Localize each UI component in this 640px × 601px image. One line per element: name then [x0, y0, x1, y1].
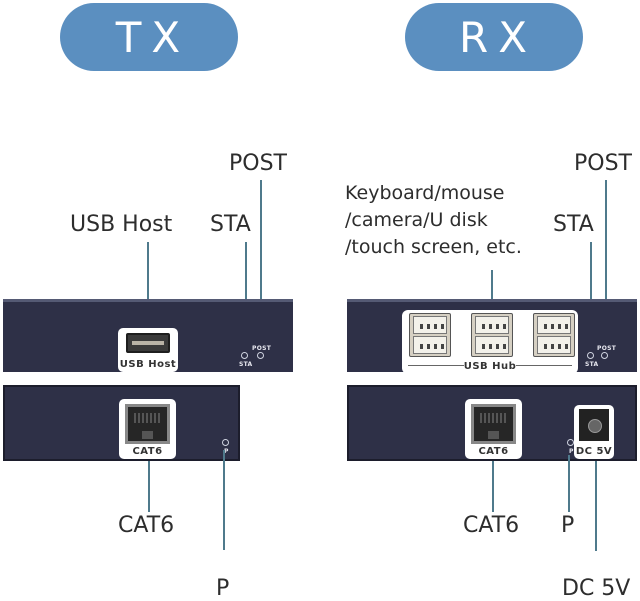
- rx-sta-label: STA: [553, 212, 594, 237]
- usb-a-dual-socket-icon: [409, 313, 451, 357]
- tx-sta-led-icon: [241, 352, 248, 359]
- rx-usb-hub-mark: USB Hub: [463, 361, 517, 372]
- dc-jack-icon: [579, 409, 609, 441]
- rx-devices-label-line-3: /touch screen, etc.: [345, 236, 522, 258]
- tx-post-mark: POST: [252, 345, 272, 352]
- rx-post-led-icon: [601, 352, 608, 359]
- tx-top-panel: USB Host POST STA: [3, 299, 293, 372]
- rx-power-mark: P: [569, 448, 574, 455]
- tx-power-mark: P: [224, 448, 229, 455]
- rx-bottom-panel: CAT6 P DC 5V: [347, 385, 637, 461]
- rx-usb-hub-ports: USB Hub: [402, 310, 578, 374]
- usb-a-dual-socket-icon: [471, 313, 513, 357]
- rx-sta-leader: [590, 242, 592, 348]
- rx-dc-label: DC 5V: [562, 576, 631, 601]
- tx-cat6-leader: [148, 461, 150, 512]
- rx-title-badge: RX: [405, 3, 583, 71]
- tx-title-badge: TX: [60, 3, 238, 71]
- rx-top-panel: USB Hub POST STA: [347, 299, 637, 374]
- rx-cat6-port: CAT6: [465, 399, 522, 459]
- tx-bottom-panel: CAT6 P: [3, 385, 240, 461]
- tx-power-led-icon: [222, 439, 229, 446]
- rx-dc-mark: DC 5V: [575, 446, 613, 457]
- rx-cat6-label: CAT6: [463, 513, 520, 538]
- tx-usb-host-label: USB Host: [70, 212, 173, 237]
- rj45-socket-icon: [471, 404, 516, 444]
- rx-post-leader: [605, 180, 607, 310]
- tx-cat6-port: CAT6: [119, 399, 176, 459]
- tx-cat6-label: CAT6: [118, 513, 175, 538]
- usb-a-socket-icon: [126, 333, 170, 353]
- rx-cat6-leader: [492, 461, 494, 512]
- rx-power-led-icon: [567, 439, 574, 446]
- hub-divider-right: [516, 365, 572, 366]
- hub-divider-left: [408, 365, 464, 366]
- tx-sta-leader: [245, 242, 247, 348]
- rx-sta-led-icon: [587, 352, 594, 359]
- tx-post-label: POST: [229, 151, 287, 176]
- rx-devices-label-line-1: Keyboard/mouse: [345, 182, 505, 204]
- rx-post-label: POST: [574, 151, 632, 176]
- tx-sta-label: STA: [210, 212, 251, 237]
- rx-power-label: P: [561, 513, 575, 538]
- tx-sta-mark: STA: [239, 361, 253, 368]
- rx-devices-label-line-2: /camera/U disk: [345, 209, 488, 231]
- tx-cat6-mark: CAT6: [132, 446, 163, 457]
- rx-usb-hub-leader: [491, 270, 493, 310]
- tx-post-leader: [260, 180, 262, 310]
- usb-a-dual-socket-icon: [533, 313, 575, 357]
- tx-post-led-icon: [257, 352, 264, 359]
- rx-post-mark: POST: [597, 345, 617, 352]
- rx-cat6-mark: CAT6: [478, 446, 509, 457]
- tx-power-label: P: [216, 576, 230, 601]
- rj45-socket-icon: [125, 404, 170, 444]
- rx-dc-leader: [595, 461, 597, 551]
- rx-dc-port: DC 5V: [574, 405, 614, 459]
- tx-usb-host-port: USB Host: [118, 328, 178, 372]
- tx-power-leader: [223, 450, 225, 550]
- rx-power-leader: [568, 455, 570, 512]
- tx-usb-host-leader: [147, 242, 149, 326]
- tx-usb-host-mark: USB Host: [119, 359, 177, 370]
- rx-sta-mark: STA: [585, 361, 599, 368]
